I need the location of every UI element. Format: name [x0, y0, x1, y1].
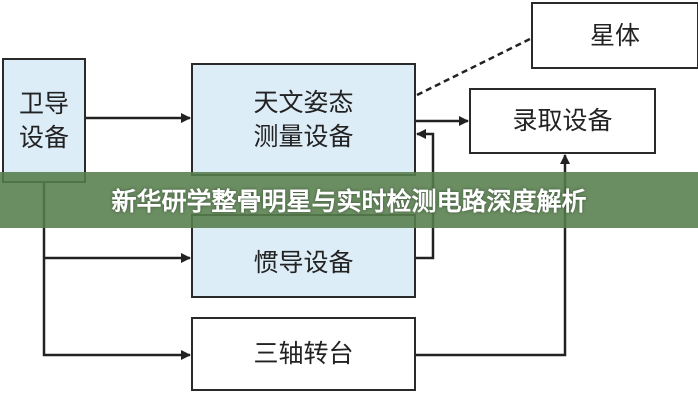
title-banner: 新华研学整骨明星与实时检测电路深度解析	[0, 172, 698, 228]
line-satnav-down	[42, 182, 191, 360]
node-recorder: 录取设备	[469, 88, 656, 154]
node-satnav: 卫导设备	[2, 58, 86, 183]
node-celestial: 天文姿态测量设备	[191, 63, 416, 176]
node-turntable: 三轴转台	[191, 317, 416, 391]
banner-title: 新华研学整骨明星与实时检测电路深度解析	[111, 187, 587, 216]
node-star: 星体	[531, 2, 698, 69]
dashed-celestial-star	[416, 36, 533, 97]
node-inertial: 惯导设备	[191, 214, 416, 298]
